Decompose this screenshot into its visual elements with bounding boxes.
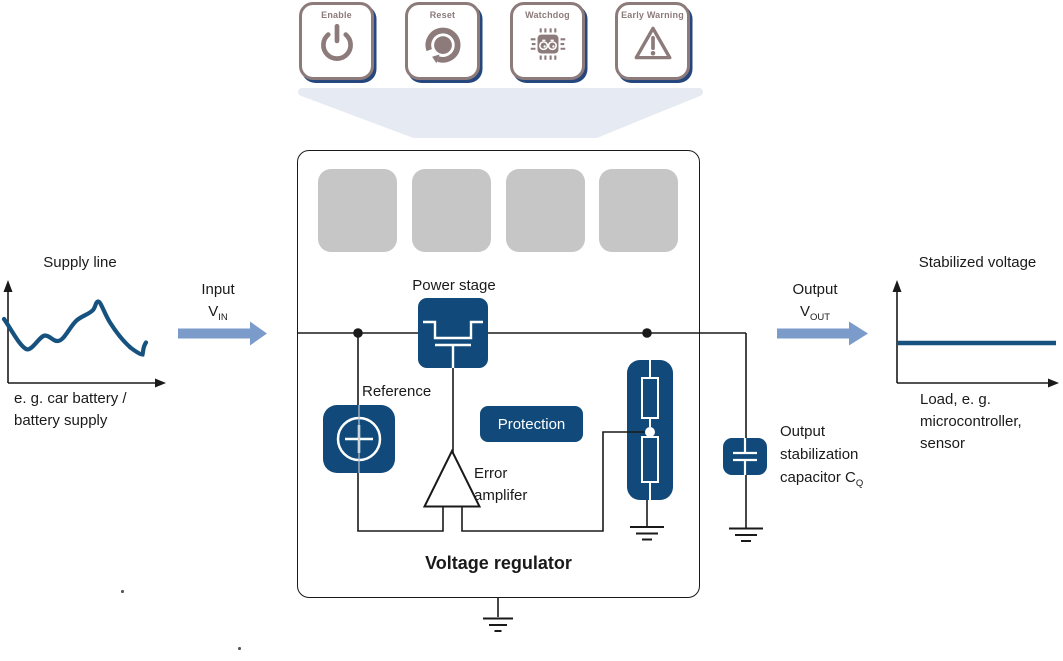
voltage-source-icon [336,405,382,473]
protection-block: Protection [480,406,583,442]
feature-card-reset: Reset [405,2,480,80]
reset-icon [425,27,460,64]
feature-label-reset: Reset [429,10,456,20]
vout-label: VOUT [799,303,831,323]
supply-graph-axes [3,280,166,388]
feature-slot-placeholder [318,169,397,252]
funnel-shape [298,88,703,138]
input-label: Input [201,281,235,298]
output-label: Output [792,281,838,298]
transistor-icon [423,320,483,368]
feature-slot-placeholder [599,169,678,252]
output-capacitor-block [723,438,767,475]
error-amplifier-label-1: Error [474,465,508,482]
supply-voltage-curve [1,299,149,357]
resistor-divider-icon [627,360,659,500]
stray-dot [238,647,241,650]
output-arrow [777,321,868,346]
input-arrow [178,321,267,346]
reference-block [323,405,395,473]
feature-slot-placeholder [412,169,491,252]
power-stage-label: Power stage [412,277,496,294]
stabilized-graph-axes [892,280,1059,388]
reference-label: Reference [362,383,432,400]
power-icon [320,23,353,61]
load-caption: Load, e. g. microcontroller, sensor [920,391,1022,452]
feature-slot-placeholder [506,169,585,252]
watchdog-icon [530,28,565,60]
feature-card-watchdog: Watchdog [510,2,585,80]
protection-label: Protection [497,415,566,433]
feature-label-early-warning: Early Warning [621,10,684,20]
feature-label-enable: Enable [321,10,352,20]
feature-label-watchdog: Watchdog [525,10,570,20]
error-amplifier-label-2: amplifer [474,487,528,504]
feature-card-enable: Enable [299,2,374,80]
supply-caption: e. g. car battery / battery supply [14,390,127,429]
feature-card-early-warning: Early Warning [615,2,690,80]
stray-dot [121,590,124,593]
stabilized-voltage-title: Stabilized voltage [918,254,1037,271]
voltage-divider-block [627,360,673,500]
capacitor-label: Output stabilization capacitor CQ [780,423,864,489]
supply-line-title: Supply line [43,254,117,271]
power-stage-block [418,298,488,368]
vin-label: VIN [208,303,228,323]
capacitor-icon [733,438,757,475]
voltage-regulator-title: Voltage regulator [425,553,572,573]
warning-icon [634,26,671,60]
